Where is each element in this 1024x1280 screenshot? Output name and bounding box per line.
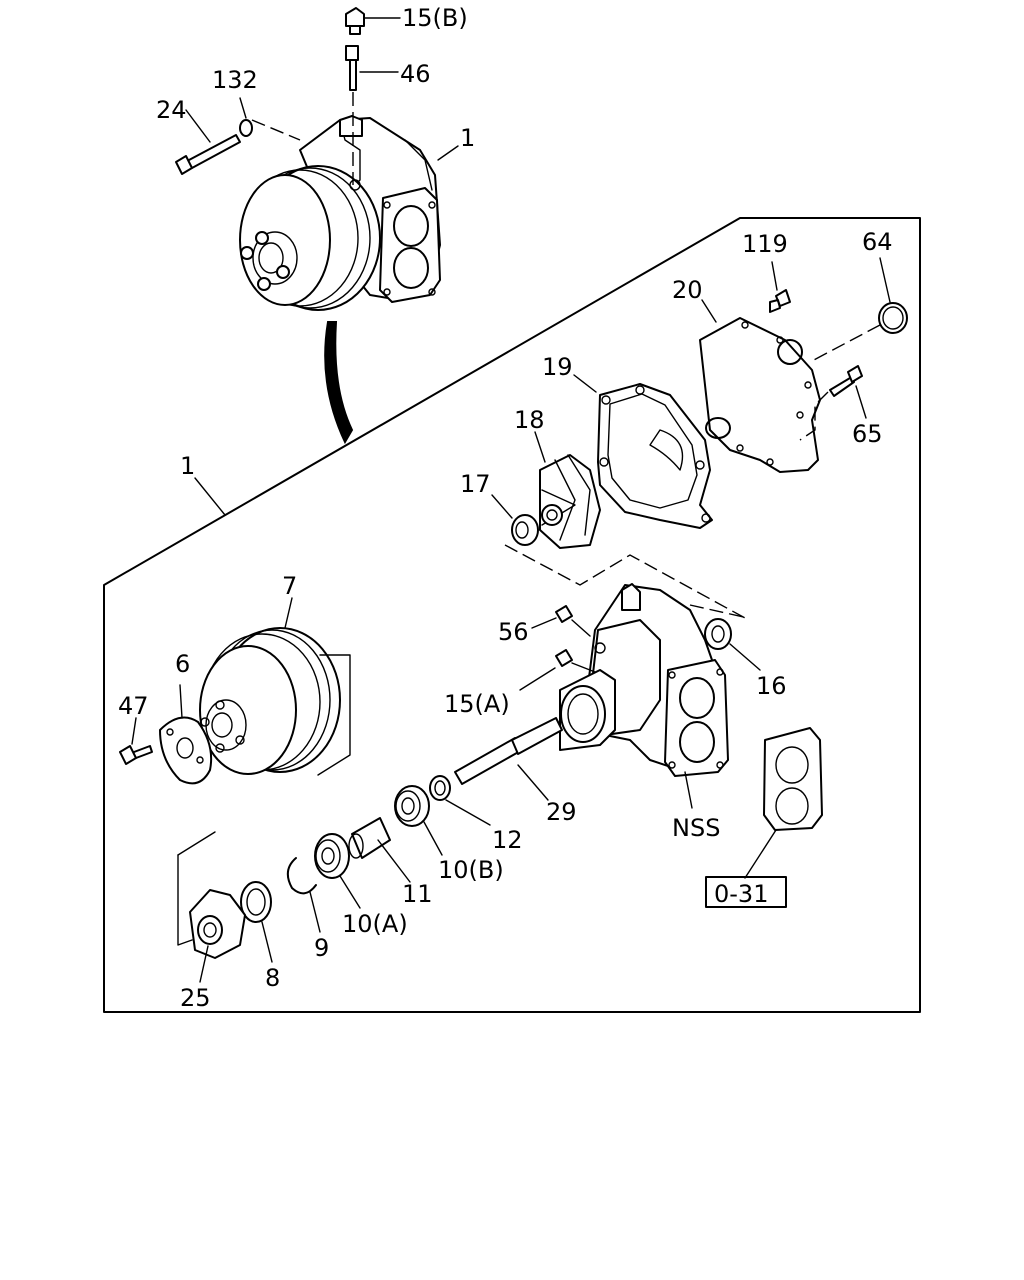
seal-17 [491, 494, 746, 619]
label-nss: NSS [672, 814, 720, 842]
flange-25 [177, 831, 246, 983]
label-9: 9 [314, 934, 329, 962]
label-119: 119 [742, 230, 788, 258]
washer-132 [239, 97, 301, 141]
washer-12 [429, 775, 491, 826]
label-25: 25 [180, 984, 211, 1012]
bearing-10a [314, 833, 361, 909]
label-15a: 15(A) [444, 690, 510, 718]
label-6: 6 [175, 650, 190, 678]
label-46: 46 [400, 60, 431, 88]
cover-plate-20 [699, 299, 821, 473]
impeller-18 [534, 431, 601, 549]
plug-15b [345, 7, 401, 35]
shaft-29 [454, 717, 563, 801]
label-15b: 15(B) [402, 4, 468, 32]
label-64: 64 [862, 228, 893, 256]
label-10b: 10(B) [438, 856, 504, 884]
o-ring-64 [809, 257, 908, 363]
stud-46 [345, 45, 399, 185]
label-24: 24 [156, 96, 187, 124]
bearing-10b [394, 785, 443, 856]
bolt-24 [175, 109, 241, 175]
label-20: 20 [672, 276, 703, 304]
label-132: 132 [212, 66, 258, 94]
label-12: 12 [492, 826, 523, 854]
bolt-65 [799, 365, 867, 441]
plug-15a [519, 649, 596, 691]
label-7: 7 [282, 572, 297, 600]
label-1-top: 1 [460, 124, 475, 152]
label-16: 16 [756, 672, 787, 700]
label-11: 11 [402, 880, 433, 908]
gasket-19 [573, 374, 713, 529]
gasket-0-31 [744, 727, 823, 879]
pulley-7 [199, 597, 351, 776]
arrow-icon [324, 321, 354, 445]
label-65: 65 [852, 420, 883, 448]
spacer-11 [348, 817, 411, 883]
label-19: 19 [542, 353, 573, 381]
label-18: 18 [514, 406, 545, 434]
label-1-box: 1 [180, 452, 195, 480]
label-56: 56 [498, 618, 529, 646]
seal-16 [704, 618, 761, 671]
pump-body-nss [559, 583, 749, 809]
seal-8 [240, 881, 273, 963]
exploded-box [103, 217, 921, 1013]
assembled-pump-top [239, 115, 441, 311]
label-8: 8 [265, 964, 280, 992]
bolt-47 [119, 717, 153, 765]
ref-box [705, 876, 787, 908]
label-47: 47 [118, 692, 149, 720]
plug-56 [531, 605, 591, 637]
label-29: 29 [546, 798, 577, 826]
snap-ring-9 [286, 857, 321, 933]
label-ref: 0-31 [714, 880, 768, 908]
bolt-119 [769, 261, 791, 313]
plate-6 [159, 684, 213, 785]
label-10a: 10(A) [342, 910, 408, 938]
label-17: 17 [460, 470, 491, 498]
